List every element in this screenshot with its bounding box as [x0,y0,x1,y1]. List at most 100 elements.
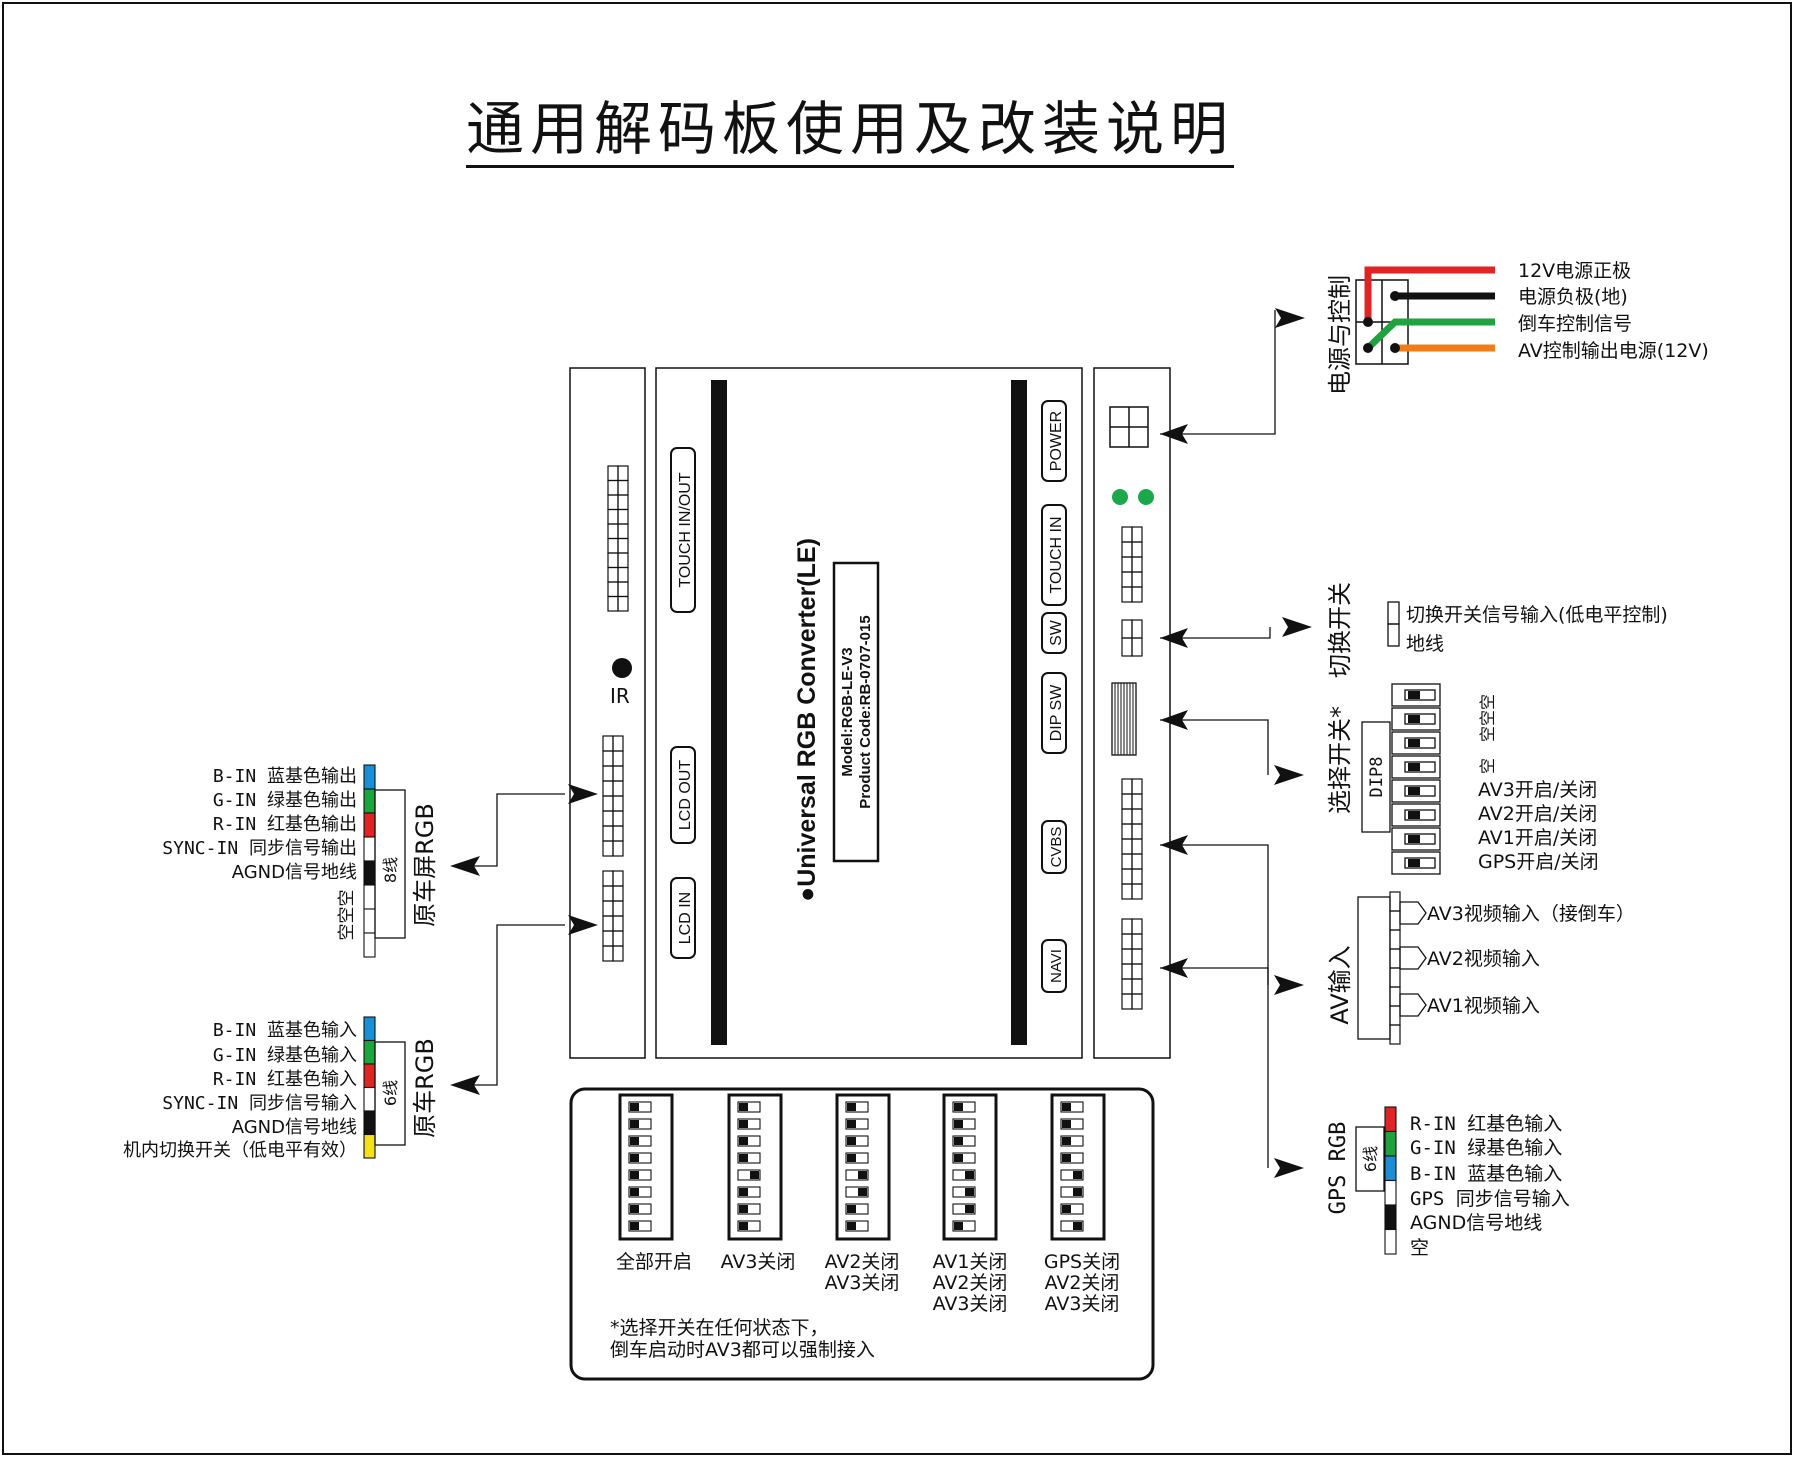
connector-pin [602,870,614,887]
connector-pin [617,581,629,598]
dip-note-line-2: 倒车启动时AV3都可以强制接入 [610,1339,875,1361]
gps-group: GPS RGB 6线 R-IN 红基色输入 G-IN 绿基色输入 B-IN 蓝基… [1326,1106,1570,1259]
dip-example-slot [628,1101,652,1113]
connector-pin [607,465,619,482]
connector-pin [1121,883,1133,900]
switch-line-2: 地线 [1406,633,1444,655]
dip-legend-cell [1391,779,1441,803]
dip-switch-body [1111,682,1137,756]
power-line-3: 倒车控制信号 [1518,313,1632,335]
gps-wire [1384,1204,1397,1231]
dip-example-slot [952,1203,976,1215]
connector-pin [1131,571,1143,588]
switch-line-1: 切换开关信号输入(低电平控制) [1406,604,1668,626]
connector-pin [1121,586,1133,603]
wire-green [1365,318,1495,351]
power-line-2: 电源负极(地) [1518,286,1628,308]
lcd-in-label: LCD IN [677,892,694,944]
arrow-power-left [1160,424,1188,444]
dip-example-knob [954,1103,963,1111]
lcd-in-connector [602,870,624,962]
rgb-out-empty: 空空空 [337,890,357,941]
rgb-in-line-6: 机内切换开关（低电平有效） [123,1140,357,1161]
dip-example-slot [845,1220,869,1232]
connector-pin [612,810,624,827]
connector-pin [612,795,624,812]
dip-example-knob [630,1154,639,1162]
dip-legend-knob [1408,739,1420,747]
dip-legend-slot [1404,857,1436,869]
dip-examples-box [569,1087,1155,1381]
sw-badge: SW [1041,612,1067,654]
connector-pin [612,885,624,902]
rgb-in-wire [363,1039,376,1065]
left-black-bar [711,380,727,1045]
dip-example-slot [628,1169,652,1181]
dip-example-knob [750,1171,759,1179]
dip-legend-cell [1391,803,1441,827]
connector-pin [1131,918,1143,935]
connector-pin [1121,778,1133,795]
power-group-label: 电源与控制 [1326,275,1354,395]
gps-line-5: AGND信号地线 [1410,1212,1542,1234]
dip-legend-slot [1404,809,1436,821]
dip-example-knob [630,1222,639,1230]
dip-example-knob [847,1137,856,1145]
connector-pin [607,523,619,540]
arrow-av-left [1160,835,1188,855]
dip-example-slot [737,1152,761,1164]
rgb-out-line-1: B-IN 蓝基色输出 [213,766,357,787]
connector-pin [607,508,619,525]
gps-line-3: B-IN 蓝基色输入 [1410,1163,1562,1185]
rgb-in-wire [363,1110,376,1136]
gps-wire [1384,1179,1397,1206]
dip-example-knob [1073,1222,1082,1230]
rgb-out-line-2: G-IN 绿基色输出 [213,790,357,811]
connector-pin [1131,963,1143,980]
dip-legend-slot [1404,713,1436,725]
power-line-1: 12V电源正极 [1518,260,1631,282]
connector-pin [1131,883,1143,900]
dip-example-slot [845,1101,869,1113]
sw-label: SW [1048,619,1065,646]
product-name: ●Universal RGB Converter(LE) [793,538,821,902]
arrow-rgb-in-right [568,915,598,935]
connector-pin [612,735,624,752]
connector-pin [602,795,614,812]
connector-pin [602,735,614,752]
connector-pin [602,900,614,917]
connector-pin [1131,853,1143,870]
touch-inout-badge: TOUCH IN/OUT [670,447,696,613]
connector-pin [612,780,624,797]
dip-empty-label-2: 空 [1478,758,1497,774]
dip-legend-cell [1391,851,1441,875]
connector-pin [602,930,614,947]
dip-empty-label: 空空空 [1478,694,1497,742]
dip-example-slot [952,1220,976,1232]
connector-pin [617,508,629,525]
dip-legend-slot [1404,737,1436,749]
gps-wire [1384,1106,1397,1133]
dip-legend-cell [1391,731,1441,755]
lcd-out-connector [602,735,624,857]
arrow-switch-left [1160,628,1188,648]
connector-pin [1121,978,1133,995]
av-strip-cell [1389,929,1401,950]
dip-legend-cell [1391,707,1441,731]
dip-example-knob [965,1188,974,1196]
connector-pin [617,523,629,540]
switch-group: 切换开关 切换开关信号输入(低电平控制) 地线 [1326,582,1668,678]
connector-pin [1131,586,1143,603]
arrow-rgb-out-left [450,856,480,876]
dip-example-switch [727,1093,783,1241]
dip-example-knob [954,1154,963,1162]
cvbs-connector [1121,778,1143,900]
dip-example-knob [965,1171,974,1179]
touch-inout-label: TOUCH IN/OUT [677,472,694,587]
connector-pin [1131,637,1143,657]
connector-pin [602,825,614,842]
gps-line-4: GPS 同步信号输入 [1410,1188,1570,1210]
dip-example-switch [835,1093,891,1241]
